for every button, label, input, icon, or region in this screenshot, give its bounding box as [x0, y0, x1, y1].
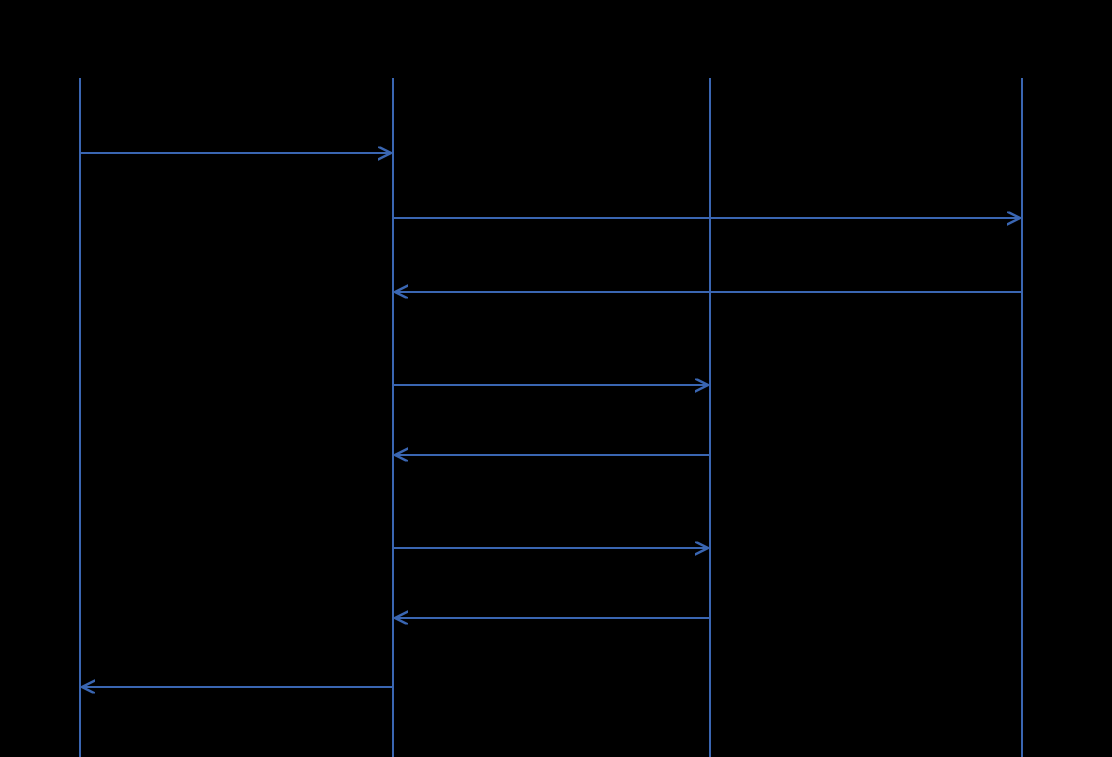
lifelines-group — [79, 78, 1023, 757]
messages-group — [80, 153, 1022, 687]
